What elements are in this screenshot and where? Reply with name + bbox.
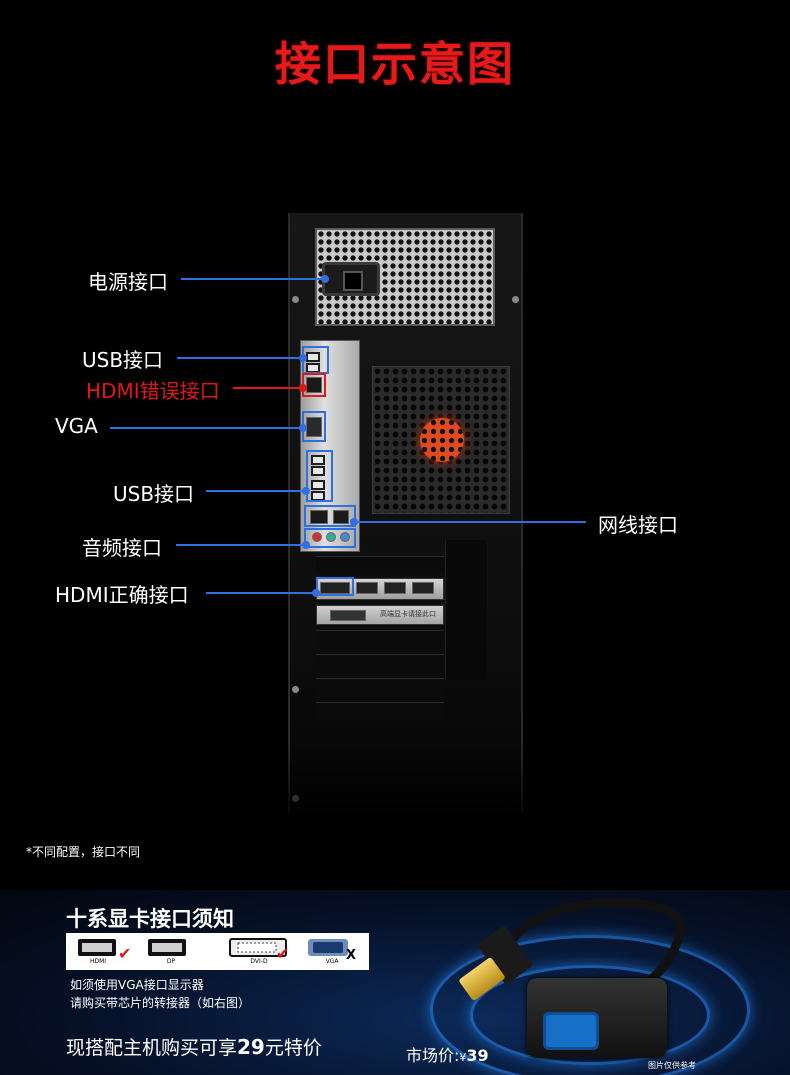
leader-dot <box>321 275 329 283</box>
leader-line <box>176 544 306 546</box>
gpu-sticker: 高端显卡请接此口 <box>380 610 436 618</box>
footnote: *不同配置，接口不同 <box>26 845 141 859</box>
leader-line <box>177 357 303 359</box>
leader-line <box>110 427 303 429</box>
ethernet-highlight <box>304 505 356 527</box>
vga-socket <box>543 1012 599 1050</box>
screw <box>292 296 299 303</box>
cross-icon: X <box>346 948 357 963</box>
audio-highlight <box>304 528 356 548</box>
leader-dot <box>312 589 320 597</box>
leader-dot <box>350 518 358 526</box>
connector-label: DP <box>166 958 176 965</box>
note-line-2: 请购买带芯片的转接器（如右图） <box>70 996 251 1010</box>
glow-ring <box>430 935 750 1075</box>
leader-line <box>181 278 325 280</box>
gpu-hdmi-port <box>320 582 350 594</box>
glow-ring <box>470 965 710 1065</box>
expansion-slot <box>316 678 444 696</box>
adapter-cable <box>505 897 685 985</box>
hdmi-right-highlight <box>316 577 354 596</box>
usb-port <box>311 466 325 476</box>
connector-label: DVI-D <box>250 958 268 965</box>
image-disclaimer: 图片仅供参考 <box>648 1061 696 1070</box>
label-network: 网线接口 <box>598 513 678 537</box>
leader-line <box>206 592 316 594</box>
leader-dot <box>299 424 307 432</box>
check-icon: ✔ <box>118 944 132 963</box>
leader-line <box>233 387 303 389</box>
label-hdmi-wrong: HDMI错误接口 <box>86 379 220 403</box>
hdmi-port <box>306 377 322 393</box>
label-usb-top: USB接口 <box>82 348 164 372</box>
gpu-dvi-port <box>330 610 366 621</box>
dp-connector-icon <box>148 939 186 956</box>
expansion-slot <box>316 654 444 672</box>
promo-price: 29 <box>237 1035 265 1059</box>
vent-strip <box>445 540 487 680</box>
market-price: 市场价:¥39 <box>406 1046 489 1065</box>
label-usb-mid: USB接口 <box>113 482 195 506</box>
expansion-slot <box>316 556 444 574</box>
label-vga: VGA <box>55 414 98 438</box>
check-icon: ✔ <box>276 944 290 963</box>
gpu-dp-port <box>356 582 378 594</box>
usb-highlight <box>306 450 333 502</box>
audio-jack <box>312 532 322 542</box>
audio-jack <box>340 532 350 542</box>
promo-text: 现搭配主机购买可享29元特价 <box>66 1035 322 1059</box>
usb-port <box>306 352 320 362</box>
info-heading: 十系显卡接口须知 <box>66 907 234 931</box>
hdmi-connector-icon <box>78 939 116 956</box>
label-audio: 音频接口 <box>82 536 162 560</box>
dvi-connector-icon <box>229 938 287 957</box>
leader-line <box>354 521 586 523</box>
note-line-1: 如须使用VGA接口显示器 <box>70 978 204 992</box>
expansion-slot <box>316 630 444 648</box>
connector-label: HDMI <box>89 958 107 965</box>
leader-line <box>206 490 306 492</box>
leader-dot <box>302 487 310 495</box>
vga-connector-icon <box>308 939 348 956</box>
screw <box>292 686 299 693</box>
gpu-dp-port <box>412 582 434 594</box>
power-socket <box>322 262 380 296</box>
gpu-dp-port <box>384 582 406 594</box>
usb-port <box>311 455 325 465</box>
usb-port <box>311 480 325 490</box>
ethernet-port <box>333 510 349 524</box>
screw <box>512 296 519 303</box>
label-power: 电源接口 <box>88 270 168 294</box>
leader-dot <box>302 541 310 549</box>
case-shadow <box>280 740 532 830</box>
page-title: 接口示意图 <box>275 37 515 91</box>
leader-dot <box>299 384 307 392</box>
fan-hub <box>420 418 464 462</box>
audio-jack <box>326 532 336 542</box>
connector-label: VGA <box>325 958 339 965</box>
ethernet-port <box>310 510 328 524</box>
expansion-slot <box>316 702 444 720</box>
leader-dot <box>299 354 307 362</box>
connector-icons <box>78 938 348 957</box>
label-hdmi-right: HDMI正确接口 <box>55 583 189 607</box>
